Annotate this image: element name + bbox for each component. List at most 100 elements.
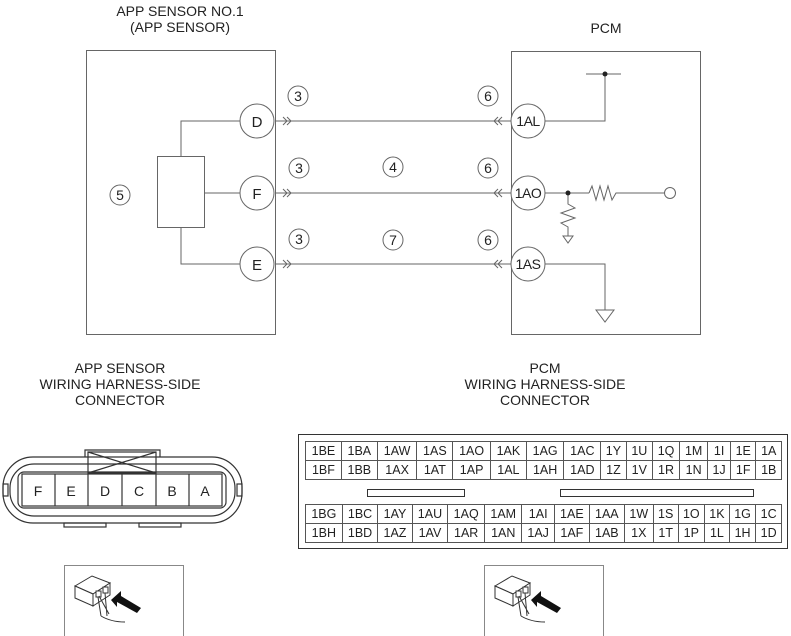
pcm-ground-symbol	[595, 309, 615, 323]
pcm-connector-slot-right	[560, 489, 754, 497]
pcm-pin-cell: 1AB	[588, 523, 625, 543]
app-sensor-title-line1: APP SENSOR NO.1	[116, 3, 244, 19]
pcm-title: PCM	[590, 20, 622, 36]
harness-view-box-pcm	[484, 565, 604, 636]
terminal-1as-label: 1AS	[516, 256, 541, 272]
pcm-pin-cell: 1R	[651, 460, 681, 480]
harness-side-view-icon	[493, 575, 561, 623]
pcm-pin-cell: 1BD	[341, 523, 379, 543]
pcm-connector-title: PCM WIRING HARNESS-SIDE CONNECTOR	[420, 360, 670, 408]
callout-6-wire-e: 6	[484, 232, 492, 248]
app-pin-a: A	[200, 483, 210, 499]
pcm-pin-cell: 1AR	[447, 523, 485, 543]
internal-wire-e	[180, 227, 240, 265]
internal-wire-d	[180, 120, 240, 156]
app-pin-e: E	[66, 483, 75, 499]
pcm-pin-cell: 1J	[707, 460, 731, 480]
pullup-resistor	[588, 184, 664, 202]
pcm-pin-cell: 1AM	[483, 504, 523, 524]
pcm-connector-slot-left	[367, 489, 465, 497]
pcm-pin-cell: 1AW	[376, 441, 418, 461]
pcm-pin-cell: 1L	[704, 523, 730, 543]
terminal-f-label: F	[252, 186, 261, 203]
pcm-pin-cell: 1U	[625, 441, 653, 461]
pcm-connector	[298, 434, 788, 549]
pcm-pin-cell: 1BH	[305, 523, 343, 543]
app-pin-b: B	[167, 483, 176, 499]
pcm-pin-cell: 1O	[677, 504, 706, 524]
pcm-pin-cell: 1D	[755, 523, 782, 543]
pcm-pin-cell: 1V	[625, 460, 653, 480]
pcm-pin-cell: 1AA	[588, 504, 625, 524]
pcm-pin-cell: 1B	[755, 460, 782, 480]
app-sensor-title-line2: (APP SENSOR)	[129, 19, 231, 35]
app-connector-title: APP SENSOR WIRING HARNESS-SIDE CONNECTOR	[0, 360, 240, 408]
pcm-pin-cell: 1W	[623, 504, 654, 524]
terminal-1al	[510, 103, 546, 139]
pcm-pin-cell: 1A	[755, 441, 782, 461]
pcm-pin-cell: 1AT	[416, 460, 454, 480]
callout-4-wire-f: 4	[389, 159, 397, 175]
harness-view-box-app	[64, 565, 184, 636]
pcm-pin-cell: 1AJ	[521, 523, 555, 543]
pcm-connector-title-line3: CONNECTOR	[500, 392, 590, 408]
terminal-d-label: D	[252, 114, 263, 131]
callout-6-wire-d: 6	[484, 88, 492, 104]
pcm-pin-cell: 1AH	[525, 460, 565, 480]
app-connector-title-line1: APP SENSOR	[74, 360, 166, 376]
app-pin-d: D	[100, 483, 110, 499]
pcm-pin-cell: 1S	[652, 504, 679, 524]
pcm-pin-cell: 1AE	[553, 504, 590, 524]
pulldown-ground	[562, 235, 574, 244]
pcm-pin-cell: 1BE	[305, 441, 342, 461]
terminal-f	[239, 175, 275, 211]
terminal-e	[239, 246, 275, 282]
terminal-1as	[510, 246, 546, 282]
pcm-pin-cell: 1N	[679, 460, 709, 480]
terminal-e-label: E	[252, 257, 262, 274]
wiring-schematic: D F E 1AL 1AO 1AS 3 3 3 4 7 6 6 6 5	[86, 50, 701, 335]
callout-5-sensor: 5	[116, 187, 124, 203]
pcm-pin-cell: 1AP	[452, 460, 491, 480]
pcm-pin-cell: 1BG	[305, 504, 343, 524]
pcm-pin-cell: 1I	[707, 441, 731, 461]
pcm-pin-cell: 1AL	[489, 460, 527, 480]
pcm-pin-cell: 1AV	[411, 523, 449, 543]
callout-7-wire-e: 7	[389, 232, 397, 248]
terminal-1ao	[510, 175, 546, 211]
pcm-pin-cell: 1AC	[563, 441, 602, 461]
pcm-pin-cell: 1BC	[341, 504, 379, 524]
pcm-pin-cell: 1M	[679, 441, 709, 461]
pulldown-resistor	[559, 193, 577, 236]
pcm-pin-cell: 1AI	[521, 504, 555, 524]
pcm-pin-cell: 1Y	[600, 441, 627, 461]
pcm-pin-cell: 1Z	[600, 460, 627, 480]
pcm-pin-cell: 1AF	[553, 523, 590, 543]
pcm-pin-cell: 1G	[728, 504, 757, 524]
insertion-arrow	[111, 591, 141, 613]
callout-6-wire-f: 6	[484, 160, 492, 176]
pcm-pin-cell: 1AN	[483, 523, 523, 543]
pcm-pin-cell: 1E	[729, 441, 757, 461]
pcm-pin-cell: 1T	[652, 523, 679, 543]
pcm-pin-cell: 1AY	[377, 504, 413, 524]
pcm-pin-cell: 1P	[677, 523, 706, 543]
callout-3-wire-d: 3	[294, 88, 302, 104]
app-connector-title-line2: WIRING HARNESS-SIDE	[39, 376, 201, 392]
pcm-ground-wire	[545, 263, 606, 310]
pcm-pin-cell: 1BB	[340, 460, 378, 480]
app-pin-c: C	[134, 483, 144, 499]
pcm-pin-cell: 1AX	[376, 460, 418, 480]
pcm-connector-title-line2: WIRING HARNESS-SIDE	[464, 376, 626, 392]
pcm-pin-cell: 1H	[728, 523, 757, 543]
terminal-d	[239, 103, 275, 139]
app-sensor-title: APP SENSOR NO.1 (APP SENSOR)	[80, 3, 280, 35]
pcm-pin-cell: 1BA	[340, 441, 378, 461]
app-sensor-connector: F E D C B A	[2, 449, 243, 528]
power-junction-dot	[602, 71, 608, 77]
